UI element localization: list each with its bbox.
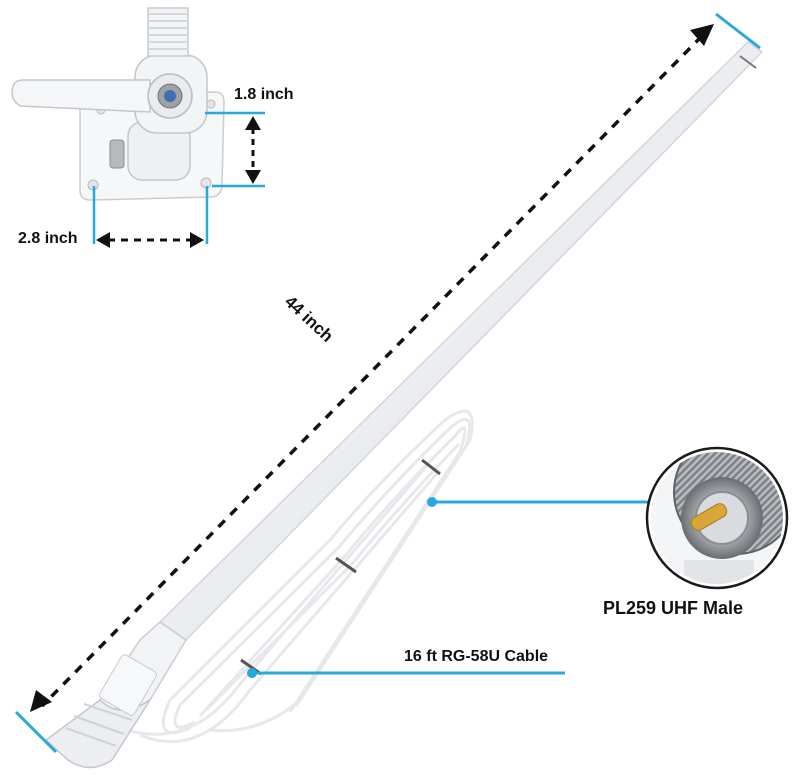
- connector-leader-dot: [427, 497, 437, 507]
- cable-leader-dot: [247, 668, 257, 678]
- mount-photo: [11, 7, 225, 201]
- connector-label: PL259 UHF Male: [603, 598, 744, 618]
- antenna-length-dimension: [14, 12, 761, 754]
- mount-height-dimension: [205, 111, 265, 188]
- mount-width-label: 2.8 inch: [18, 230, 78, 247]
- antenna-photo: [44, 41, 764, 769]
- connector-inset: [645, 446, 789, 590]
- cable-photo: [119, 409, 474, 744]
- cable-label: 16 ft RG-58U Cable: [404, 648, 549, 665]
- mount-width-dimension: [92, 186, 209, 248]
- mount-height-label: 1.8 inch: [234, 86, 294, 103]
